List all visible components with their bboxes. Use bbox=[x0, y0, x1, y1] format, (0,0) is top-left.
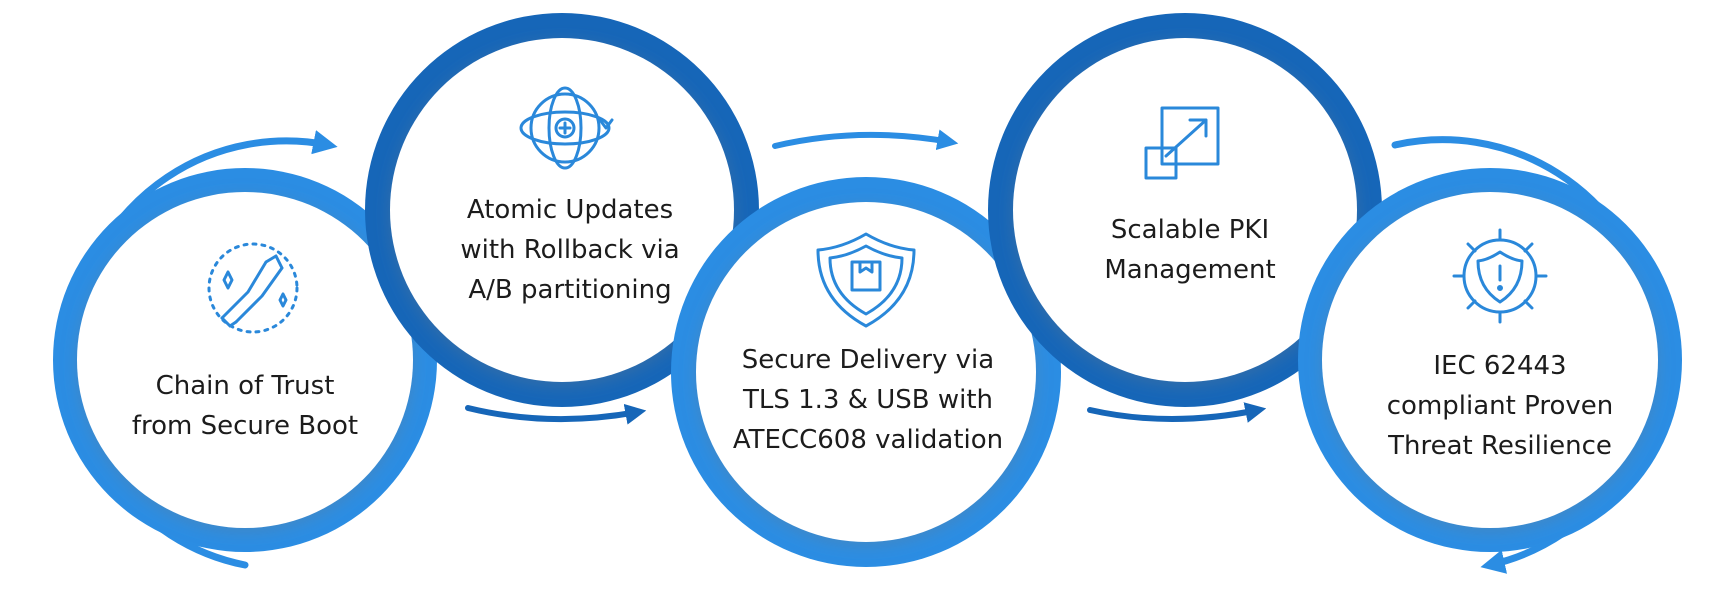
connector-arrow-1 bbox=[465, 403, 647, 425]
step-label-5-line-2: compliant Proven bbox=[1386, 391, 1614, 421]
step-circle-1 bbox=[53, 168, 437, 552]
step-label-2-line-2: with Rollback via bbox=[460, 235, 680, 265]
gear-shield-alert-icon bbox=[1452, 228, 1548, 324]
step-label-3-line-3: ATECC608 validation bbox=[732, 425, 1004, 455]
step-label-5-line-1: IEC 62443 bbox=[1433, 351, 1567, 381]
atom-update-icon bbox=[519, 86, 614, 170]
step-label-1: Chain of Trust from Secure Boot bbox=[80, 366, 410, 446]
step-label-3-line-1: Secure Delivery via bbox=[741, 345, 995, 375]
handshake-sparkle-icon bbox=[207, 242, 299, 334]
step-circle-4 bbox=[988, 13, 1382, 407]
step-label-4: Scalable PKI Management bbox=[1025, 210, 1355, 290]
shield-package-icon bbox=[816, 232, 916, 328]
step-label-4-line-1: Scalable PKI bbox=[1110, 215, 1270, 245]
step-label-3-line-2: TLS 1.3 & USB with bbox=[742, 385, 994, 415]
connector-arrow-2 bbox=[772, 129, 959, 151]
step-circle-3 bbox=[671, 177, 1061, 567]
step-label-4-line-2: Management bbox=[1104, 255, 1276, 285]
scale-arrow-squares-icon bbox=[1144, 106, 1220, 180]
step-label-5-line-3: Threat Resilience bbox=[1388, 431, 1612, 461]
step-label-2: Atomic Updates with Rollback via A/B par… bbox=[405, 190, 735, 310]
step-label-1-line-2: from Secure Boot bbox=[131, 411, 359, 441]
step-circle-5 bbox=[1298, 168, 1682, 552]
step-circle-2 bbox=[365, 13, 759, 407]
step-label-2-line-3: A/B partitioning bbox=[468, 275, 672, 305]
connector-arrow-3 bbox=[1087, 402, 1267, 423]
step-label-5: IEC 62443 compliant Proven Threat Resili… bbox=[1335, 346, 1665, 466]
step-label-1-line-1: Chain of Trust bbox=[155, 371, 335, 401]
step-label-3: Secure Delivery via TLS 1.3 & USB with A… bbox=[698, 340, 1038, 460]
step-label-2-line-1: Atomic Updates bbox=[466, 195, 674, 225]
